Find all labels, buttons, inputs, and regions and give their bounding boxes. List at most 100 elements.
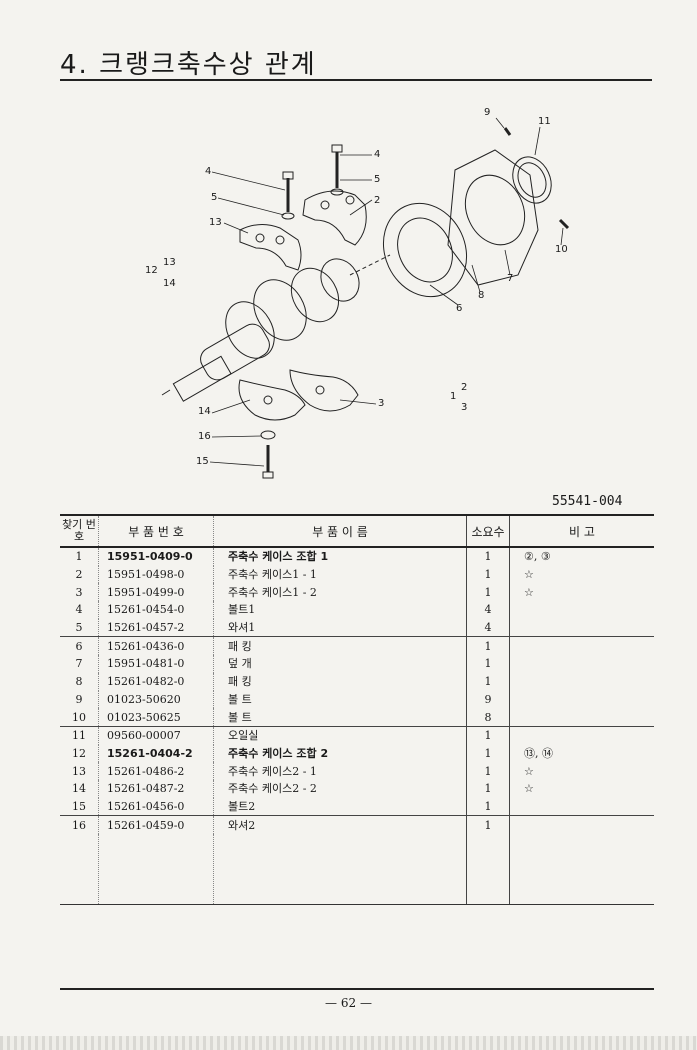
table-row: 3 15951-0499-0 주축수 케이스1 - 2 1 ☆ [60, 583, 654, 602]
callout-16: 16 [198, 431, 211, 442]
callout-14-diagram: 14 [198, 406, 211, 417]
cell-no: 15 [60, 797, 99, 817]
callout-5-right: 5 [374, 174, 381, 185]
cell-remarks [509, 618, 654, 638]
header-name: 부 품 이 름 [213, 514, 467, 548]
cell-name: 패 킹 [213, 672, 467, 691]
cell-qty: 4 [466, 601, 510, 619]
cell-no: 9 [60, 690, 99, 709]
callout-2: 2 [374, 195, 381, 206]
cell-name: 와셔1 [213, 618, 467, 638]
oil-seal-11-drawing [512, 156, 552, 204]
cell-no: 12 [60, 744, 99, 763]
scan-artifact-band [0, 1036, 697, 1050]
cell-name: 주축수 케이스1 - 1 [213, 565, 467, 584]
title-rule [60, 79, 652, 81]
bearing-case-upper-drawing [302, 190, 367, 246]
cell-remarks [510, 673, 655, 691]
bearing-case-3-drawing [289, 369, 359, 412]
cell-remarks: ☆ [524, 782, 534, 796]
cell-qty: 1 [466, 565, 510, 584]
cell-remarks: ☆ [524, 568, 534, 582]
drawing-number: 55541-004 [552, 494, 623, 509]
cell-qty: 1 [466, 655, 510, 673]
cell-qty: 1 [466, 583, 510, 602]
callout-15: 15 [196, 456, 209, 467]
cell-remarks [510, 655, 655, 673]
callout-5-left: 5 [211, 192, 218, 203]
cell-name: 주축수 케이스2 - 2 [213, 779, 467, 798]
cell-no: 16 [60, 815, 99, 834]
cell-name: 패 킹 [213, 636, 467, 656]
callout-7: 7 [507, 273, 514, 284]
cell-part-no: 01023-50625 [98, 708, 214, 727]
cell-qty: 1 [466, 779, 510, 798]
cell-remarks [510, 691, 655, 709]
table-row: 6 15261-0436-0 패 킹 1 [60, 636, 654, 656]
cell-part-no: 15261-0487-2 [98, 779, 214, 798]
cell-name: 볼트2 [213, 797, 467, 817]
callout-9: 9 [484, 107, 491, 118]
cell-qty: 1 [466, 636, 510, 656]
table-empty-rows [60, 834, 654, 905]
bolt-drawings [260, 127, 570, 479]
callout-4-right: 4 [374, 149, 381, 160]
table-row: 11 09560-00007 오일실 1 [60, 726, 654, 745]
cell-qty: 1 [466, 744, 510, 763]
cell-no: 1 [60, 547, 99, 566]
cell-remarks: ☆ [524, 764, 534, 778]
cell-part-no: 15951-0498-0 [98, 565, 214, 584]
cell-no: 4 [60, 601, 99, 619]
table-row: 13 15261-0486-2 주축수 케이스2 - 1 1 ☆ [60, 762, 654, 780]
cover-7-drawing [447, 149, 539, 286]
callout-12-sub-14: 14 [163, 278, 176, 289]
callout-1-sub-3: 3 [461, 402, 468, 413]
page-number: — 62 — [325, 996, 372, 1010]
cell-remarks [509, 797, 654, 817]
cell-remarks: ⑬, ⑭ [524, 746, 553, 760]
cell-name: 볼트1 [213, 601, 467, 619]
cell-no: 13 [60, 762, 99, 780]
cell-qty: 1 [466, 797, 510, 817]
cell-part-no: 15951-0499-0 [98, 583, 214, 602]
header-qty: 소요수 [466, 514, 510, 548]
table-row: 10 01023-50625 볼 트 8 [60, 708, 654, 727]
callout-12: 12 [145, 265, 158, 276]
cell-part-no: 15261-0457-2 [98, 618, 214, 638]
callout-4-left: 4 [205, 166, 212, 177]
cell-part-no: 15261-0486-2 [98, 762, 214, 780]
callout-6: 6 [456, 303, 463, 314]
callout-11: 11 [538, 116, 551, 127]
cell-qty: 8 [466, 708, 510, 727]
table-row: 9 01023-50620 볼 트 9 [60, 690, 655, 709]
cell-remarks: ☆ [524, 585, 534, 599]
table-header-row: 찾기 번호 부 품 번 호 부 품 이 름 소요수 비 고 [60, 514, 654, 548]
cell-part-no: 15951-0409-0 [98, 547, 214, 566]
callout-3: 3 [378, 398, 385, 409]
cell-part-no: 15261-0456-0 [98, 797, 214, 817]
cell-name: 덮 개 [213, 655, 467, 673]
cell-part-no: 01023-50620 [98, 690, 214, 709]
parts-table: 찾기 번호 부 품 번 호 부 품 이 름 소요수 비 고 1 15951-04… [60, 514, 654, 905]
table-row: 12 15261-0404-2 주축수 케이스 조합 2 1 ⑬, ⑭ [60, 744, 654, 763]
cell-no: 8 [60, 672, 99, 691]
cell-no: 14 [60, 779, 99, 798]
table-row: 7 15951-0481-0 덮 개 1 [60, 655, 654, 673]
cell-name: 볼 트 [213, 690, 467, 709]
table-row: 5 15261-0457-2 와셔1 4 [60, 618, 654, 638]
cell-qty: 4 [466, 618, 510, 638]
callout-1-sub-2: 2 [461, 382, 468, 393]
table-row: 8 15261-0482-0 패 킹 1 [60, 672, 655, 691]
cell-part-no: 15951-0481-0 [98, 655, 214, 673]
cell-no: 2 [60, 565, 99, 584]
page-title: 4. 크랭크축수상 관계 [60, 50, 317, 80]
cell-name: 볼 트 [213, 708, 467, 727]
cell-part-no: 15261-0404-2 [98, 744, 214, 763]
cell-name: 오일실 [213, 726, 467, 745]
cell-part-no: 09560-00007 [98, 726, 214, 745]
callout-10: 10 [555, 244, 568, 255]
header-part-no: 부 품 번 호 [98, 514, 214, 548]
callout-12-sub-13: 13 [163, 257, 176, 268]
cell-name: 주축수 케이스2 - 1 [213, 762, 467, 780]
cell-part-no: 15261-0459-0 [98, 815, 214, 834]
